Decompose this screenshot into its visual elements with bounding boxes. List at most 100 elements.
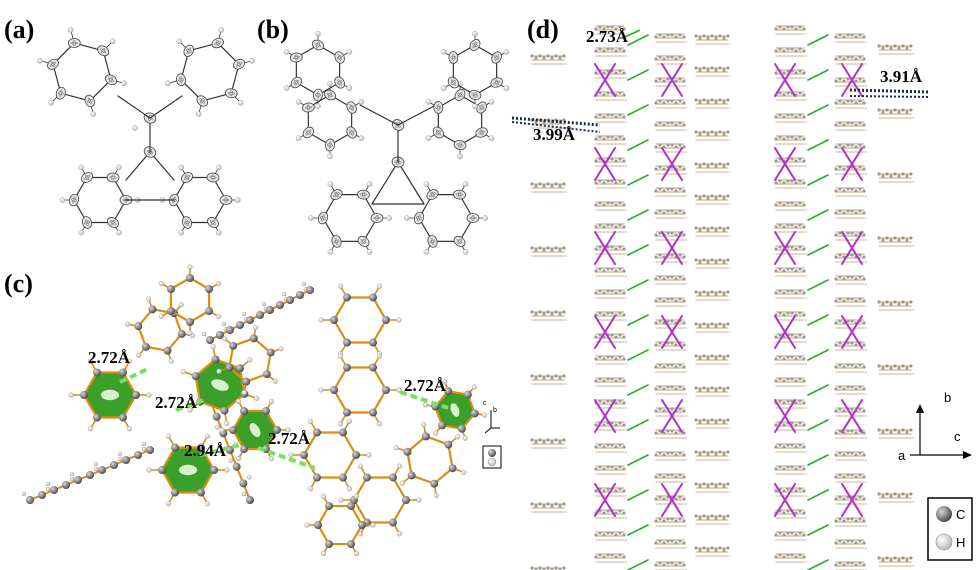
carbon-atom [598, 91, 602, 95]
carbon-atom [782, 445, 786, 449]
carbon-atom [905, 174, 909, 178]
carbon-atom [786, 267, 790, 271]
hydrogen-atom [836, 326, 840, 330]
carbon-atom [662, 387, 666, 391]
hydrogen-atom [616, 252, 620, 256]
hydrogen-atom [860, 150, 864, 154]
carbon-atom [698, 196, 702, 200]
carbon-atom [666, 55, 670, 59]
carbon-atom [846, 77, 850, 81]
carbon-atom [706, 324, 710, 328]
hydrogen-atom [792, 406, 796, 410]
carbon-atom [622, 335, 626, 339]
hydrogen-atom [684, 282, 688, 286]
carbon-atom [774, 467, 778, 471]
carbon-atom [670, 33, 674, 37]
hydrogen-atom [840, 458, 844, 462]
hydrogen-atom [608, 318, 612, 322]
carbon-atom [778, 333, 782, 337]
hydrogen-atom [596, 274, 600, 278]
carbon-atom [554, 566, 558, 570]
hydrogen-atom [656, 216, 660, 220]
carbon-atom [774, 247, 778, 251]
bond [594, 231, 616, 265]
carbon-atom [622, 159, 626, 163]
hydrogen-atom [596, 54, 600, 58]
carbon-atom [654, 365, 658, 369]
carbon-atom [854, 431, 858, 435]
hydrogen-atom [544, 510, 548, 514]
carbon-atom [678, 99, 682, 103]
hydrogen-atom [856, 480, 860, 484]
hydrogen-atom [776, 362, 780, 366]
hydrogen-atom [616, 32, 620, 36]
carbon-atom [602, 203, 606, 207]
carbon-atom [678, 407, 682, 411]
hydrogen-atom [596, 76, 600, 80]
hydrogen-atom [796, 186, 800, 190]
carbon-atom [602, 357, 606, 361]
carbon-atom [550, 56, 554, 60]
hydrogen-atom [556, 62, 560, 66]
bond [149, 95, 183, 119]
hydrogen-atom [616, 494, 620, 498]
hydrogen-atom [860, 194, 864, 198]
hydrogen-atom [840, 304, 844, 308]
carbon-atom [694, 418, 698, 422]
hydrogen-atom [218, 27, 225, 33]
hydrogen-atom [560, 446, 564, 450]
hydrogen-atom [536, 510, 540, 514]
carbon-atom [433, 101, 444, 114]
carbon-atom [266, 306, 274, 314]
carbon-atom [702, 514, 706, 518]
carbon-atom [838, 253, 842, 257]
carbon-atom [842, 365, 846, 369]
hydrogen-atom [911, 244, 915, 248]
carbon-atom [550, 184, 554, 188]
carbon-atom [618, 487, 622, 491]
carbon-atom [877, 428, 881, 432]
hydrogen-atom [668, 260, 672, 264]
carbon-atom [881, 302, 885, 306]
hydrogen-atom [852, 524, 856, 528]
carbon-atom [622, 511, 626, 515]
carbon-atom [794, 511, 798, 515]
carbon-atom [670, 407, 674, 411]
hydrogen-atom [672, 238, 676, 242]
hydrogen-atom [241, 311, 247, 317]
carbon-atom [181, 216, 193, 229]
carbon-atom [654, 431, 658, 435]
hydrogen-atom [684, 436, 688, 440]
hydrogen-atom [708, 330, 712, 334]
carbon-atom [862, 563, 866, 567]
hydrogen-atom [548, 254, 552, 258]
carbon-atom [220, 406, 229, 415]
carbon-atom [698, 100, 702, 104]
hydrogen-atom [700, 458, 704, 462]
hydrogen-atom [864, 172, 868, 176]
carbon-atom [614, 115, 618, 119]
hydrogen-atom [668, 348, 672, 352]
carbon-atom [602, 137, 606, 141]
hydrogen-atom [844, 414, 848, 418]
hydrogen-atom [548, 318, 552, 322]
hydrogen-atom [784, 362, 788, 366]
hydrogen-atom [724, 234, 728, 238]
carbon-atom [786, 487, 790, 491]
hydrogen-atom [301, 281, 307, 287]
carbon-atom [313, 473, 321, 482]
carbon-atom [838, 275, 842, 279]
pi-contact-3.91b [849, 95, 931, 98]
hydrogen-atom [796, 32, 800, 36]
hydrogen-atom [804, 538, 808, 542]
carbon-atom [905, 110, 909, 114]
carbon-atom [448, 464, 457, 473]
hydrogen-atom [664, 216, 668, 220]
hydrogen-atom [708, 266, 712, 270]
carbon-atom [786, 377, 790, 381]
bond [627, 419, 649, 431]
hydrogen-atom [804, 384, 808, 388]
hydrogen-atom [552, 510, 556, 514]
hydrogen-atom [800, 54, 804, 58]
hydrogen-atom [776, 296, 780, 300]
